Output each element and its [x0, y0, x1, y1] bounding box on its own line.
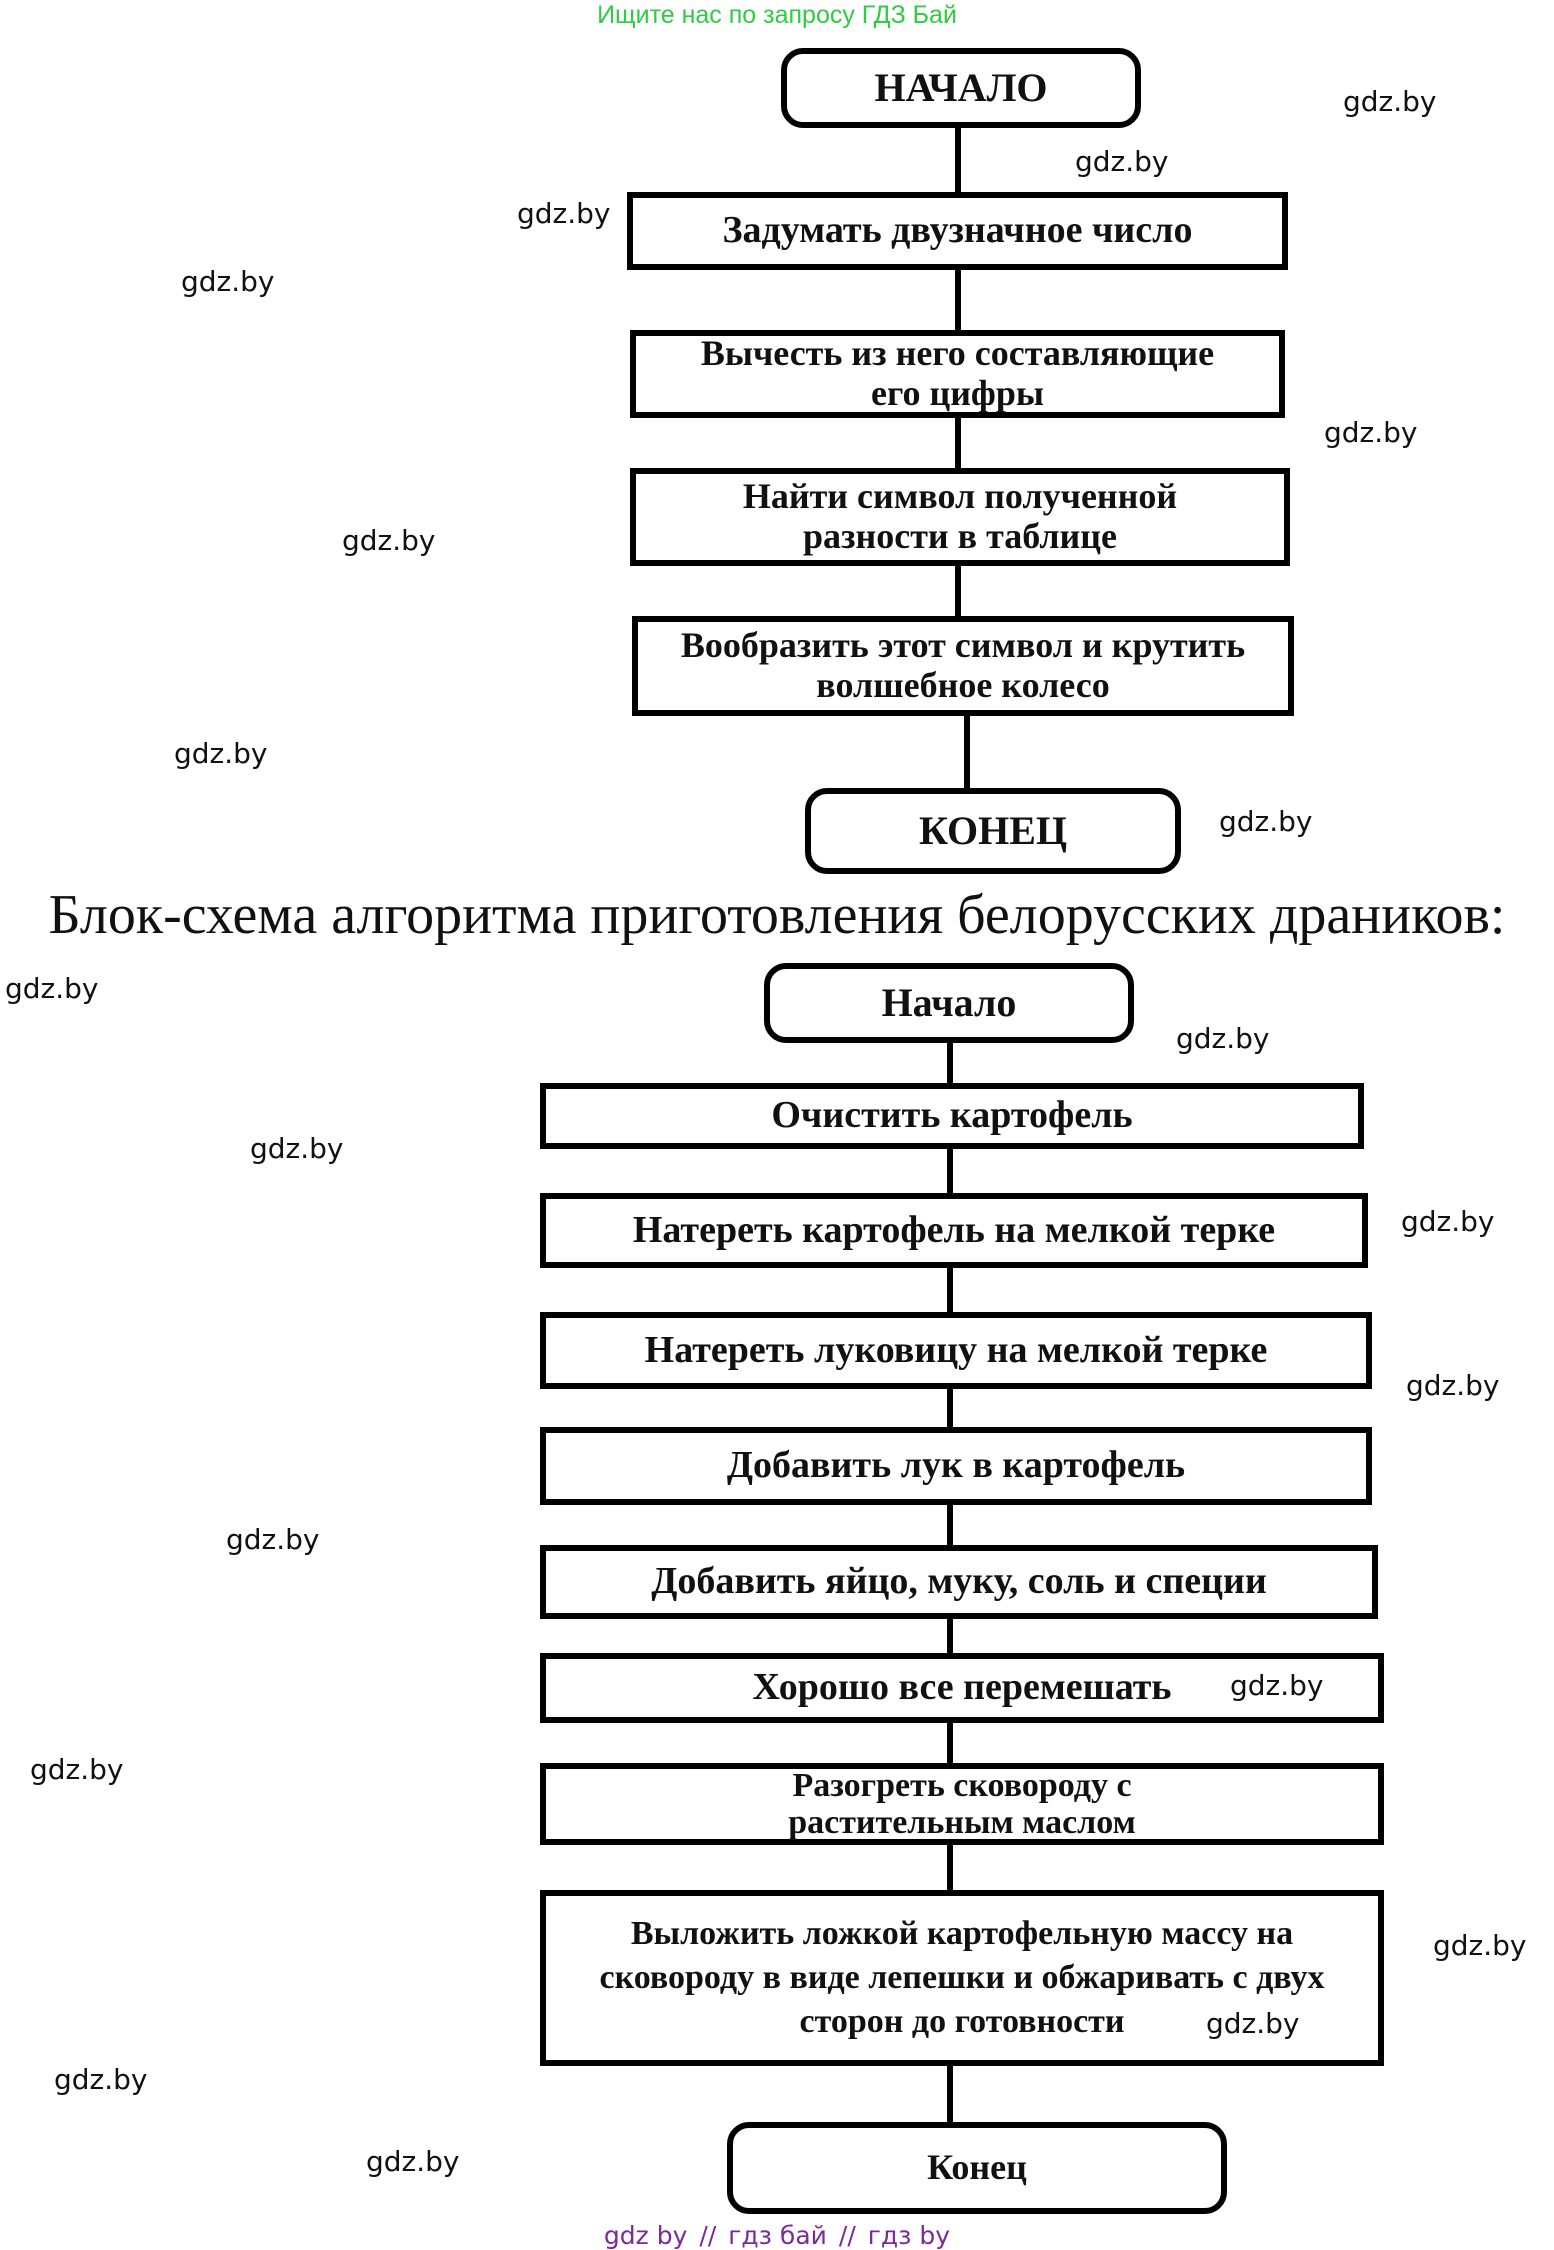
watermark: gdz.by	[1401, 1205, 1495, 1238]
connector	[947, 1389, 953, 1427]
flowchart2-start: Начало	[764, 963, 1134, 1043]
flowchart2-step: Натереть картофель на мелкой терке	[540, 1193, 1368, 1268]
flowchart2-step: Разогреть сковороду с растительным масло…	[540, 1763, 1384, 1845]
flowchart2-step: Хорошо все перемешать	[540, 1653, 1384, 1723]
connector	[955, 128, 961, 192]
watermark: gdz.by	[1206, 2007, 1300, 2040]
footer-link[interactable]: гдз бай	[728, 2221, 827, 2250]
flowchart1-end: КОНЕЦ	[805, 788, 1181, 874]
connector	[947, 1723, 953, 1763]
connector	[947, 1149, 953, 1193]
watermark: gdz.by	[1230, 1669, 1324, 1702]
footer-separator: //	[838, 2221, 856, 2250]
footer: gdz by // гдз бай // гдз by	[0, 2222, 1554, 2250]
watermark: gdz.by	[1176, 1022, 1270, 1055]
watermark: gdz.by	[30, 1753, 124, 1786]
watermark: gdz.by	[1343, 85, 1437, 118]
top-banner: Ищите нас по запросу ГДЗ Бай	[597, 1, 957, 29]
watermark: gdz.by	[226, 1523, 320, 1556]
connector	[947, 1043, 953, 1083]
connector	[955, 270, 961, 330]
watermark: gdz.by	[1324, 416, 1418, 449]
connector	[955, 566, 961, 616]
watermark: gdz.by	[5, 972, 99, 1005]
footer-link[interactable]: gdz by	[603, 2221, 688, 2250]
flowchart2-step: Выложить ложкой картофельную массу на ск…	[540, 1890, 1384, 2066]
flowchart1-step: Вычесть из него составляющие его цифры	[630, 330, 1285, 418]
connector	[947, 1268, 953, 1312]
watermark: gdz.by	[342, 524, 436, 557]
flowchart1-step: Задумать двузначное число	[627, 192, 1288, 270]
connector	[947, 1619, 953, 1653]
connector	[947, 1505, 953, 1545]
flowchart2-step: Натереть луковицу на мелкой терке	[540, 1312, 1372, 1389]
flowchart2-step: Добавить лук в картофель	[540, 1427, 1372, 1505]
section-heading: Блок-схема алгоритма приготовления белор…	[48, 884, 1506, 946]
flowchart1-start: НАЧАЛО	[781, 48, 1141, 128]
connector	[947, 1845, 953, 1890]
connector	[964, 716, 970, 788]
watermark: gdz.by	[1075, 145, 1169, 178]
watermark: gdz.by	[1219, 805, 1313, 838]
connector	[955, 418, 961, 468]
flowchart1-step: Найти символ полученной разности в табли…	[630, 468, 1290, 566]
watermark: gdz.by	[517, 197, 611, 230]
flowchart2-step: Очистить картофель	[540, 1083, 1364, 1149]
connector	[947, 2066, 953, 2122]
watermark: gdz.by	[181, 265, 275, 298]
flowchart2-step: Добавить яйцо, муку, соль и специи	[540, 1545, 1378, 1619]
watermark: gdz.by	[1433, 1929, 1527, 1962]
watermark: gdz.by	[1406, 1369, 1500, 1402]
watermark: gdz.by	[54, 2063, 148, 2096]
footer-separator: //	[699, 2221, 717, 2250]
watermark: gdz.by	[366, 2145, 460, 2178]
watermark: gdz.by	[174, 737, 268, 770]
flowchart1-step: Вообразить этот символ и крутить волшебн…	[632, 616, 1294, 716]
footer-link[interactable]: гдз by	[867, 2221, 951, 2250]
flowchart2-end: Конец	[727, 2122, 1227, 2214]
watermark: gdz.by	[250, 1132, 344, 1165]
